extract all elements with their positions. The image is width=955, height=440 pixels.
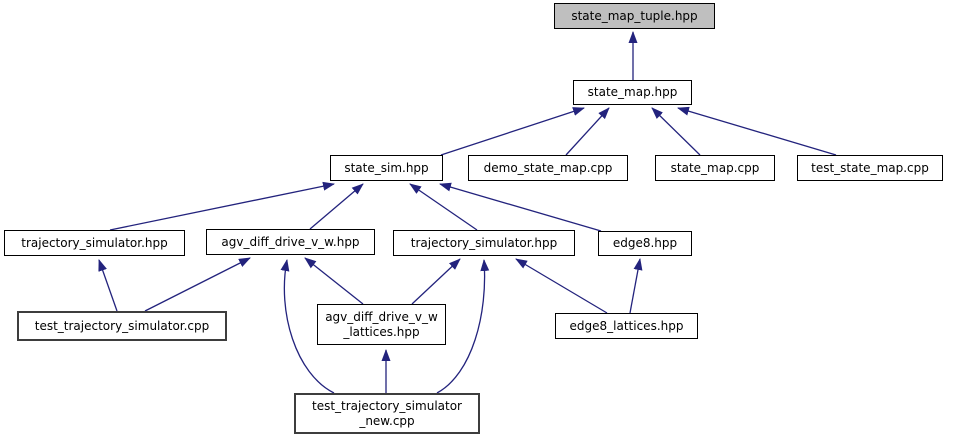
edge-state_sim-hpp-to-state_map-hpp — [440, 107, 585, 156]
edge-trajectory_simulator-hpp-right-to-state_sim-hpp — [409, 183, 478, 231]
node-edge8_lattices-hpp[interactable]: edge8_lattices.hpp — [555, 313, 698, 339]
edge-agv_diff_drive_v_w-hpp-to-state_sim-hpp — [309, 183, 364, 230]
edge-edge8_lattices-hpp-to-edge8-hpp — [629, 258, 643, 314]
node-label: edge8.hpp — [612, 236, 678, 250]
node-label: trajectory_simulator.hpp — [410, 235, 558, 250]
node-label: demo_state_map.cpp — [483, 160, 613, 175]
node-trajectory_simulator-hpp-right[interactable]: trajectory_simulator.hpp — [393, 230, 575, 256]
node-trajectory_simulator-hpp-left[interactable]: trajectory_simulator.hpp — [4, 230, 185, 256]
node-test_trajectory_simulator-cpp[interactable]: test_trajectory_simulator.cpp — [17, 311, 227, 341]
node-label: test_trajectory_simulator — [312, 398, 462, 413]
node-state_map-cpp[interactable]: state_map.cpp — [655, 155, 775, 181]
edge-test_state_map-cpp-to-state_map-hpp — [677, 106, 837, 156]
edge-trajectory_simulator-hpp-left-to-state_sim-hpp — [109, 181, 335, 231]
node-label: test_state_map.cpp — [811, 160, 929, 175]
node-agv_diff_drive_v_w_lattices-hpp[interactable]: agv_diff_drive_v_w_lattices.hpp — [317, 304, 446, 345]
node-label: edge8_lattices.hpp — [569, 318, 684, 333]
node-label: state_map.cpp — [670, 160, 760, 175]
edge-state_map-cpp-to-state_map-hpp — [651, 107, 701, 156]
edge-edge8_lattices-hpp-to-trajectory_simulator-hpp-right — [515, 258, 608, 314]
edge-test_trajectory_simulator-cpp-to-agv_diff_drive_v_w-hpp — [144, 257, 251, 312]
node-label: test_trajectory_simulator.cpp — [34, 318, 210, 333]
edge-agv_diff_drive_v_w_lattices-hpp-to-agv_diff_drive_v_w-hpp — [304, 257, 364, 305]
node-edge8-hpp[interactable]: edge8.hpp — [598, 231, 692, 256]
node-label: trajectory_simulator.hpp — [21, 235, 168, 250]
edge-test_trajectory_simulator-cpp-to-trajectory_simulator-hpp-left — [98, 259, 118, 312]
edge-test_trajectory_simulator_new-cpp-to-agv_diff_drive_v_w-hpp — [280, 259, 335, 394]
node-test_trajectory_simulator_new-cpp[interactable]: test_trajectory_simulator_new.cpp — [294, 393, 480, 434]
edge-test_trajectory_simulator_new-cpp-to-trajectory_simulator-hpp-right — [436, 259, 490, 394]
node-state_map_tuple-hpp[interactable]: state_map_tuple.hpp — [554, 3, 715, 29]
node-label: state_map_tuple.hpp — [571, 8, 698, 23]
node-state_sim-hpp[interactable]: state_sim.hpp — [330, 155, 443, 181]
edge-demo_state_map-cpp-to-state_map-hpp — [565, 107, 610, 156]
edge-agv_diff_drive_v_w_lattices-hpp-to-trajectory_simulator-hpp-right — [411, 258, 461, 305]
node-demo_state_map-cpp[interactable]: demo_state_map.cpp — [468, 155, 628, 181]
node-test_state_map-cpp[interactable]: test_state_map.cpp — [797, 155, 943, 181]
node-label: state_sim.hpp — [344, 160, 429, 175]
node-label: _new.cpp — [359, 413, 415, 428]
node-state_map-hpp[interactable]: state_map.hpp — [573, 80, 692, 105]
node-label: _lattices.hpp — [343, 324, 420, 339]
node-label: agv_diff_drive_v_w — [325, 309, 438, 324]
edge-edge8-hpp-to-state_sim-hpp — [439, 182, 602, 232]
node-label: state_map.hpp — [587, 85, 678, 99]
node-agv_diff_drive_v_w-hpp[interactable]: agv_diff_drive_v_w.hpp — [206, 229, 375, 255]
node-label: agv_diff_drive_v_w.hpp — [221, 234, 360, 249]
